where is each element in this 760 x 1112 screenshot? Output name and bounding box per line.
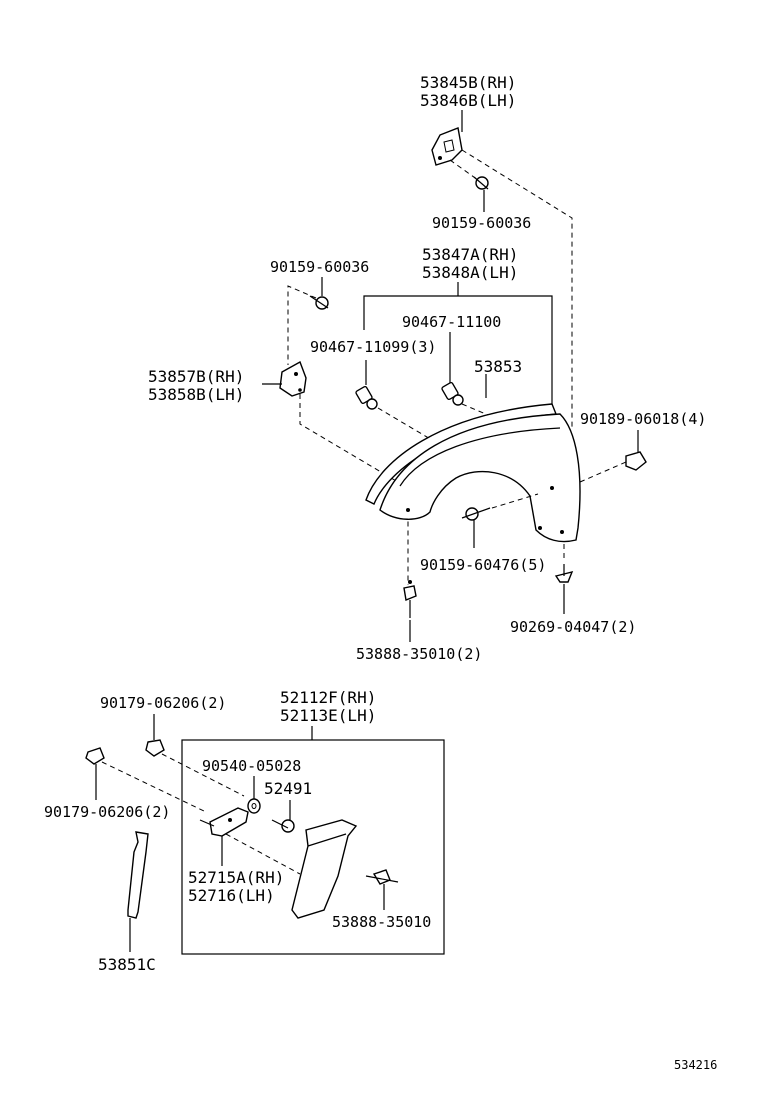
label-90179-left: 90179-06206(2) <box>44 803 170 821</box>
fender-flare-53853[interactable] <box>365 403 581 543</box>
label-53846b: 53846B(LH) <box>420 91 516 110</box>
label-52715a: 52715A(RH) <box>188 868 284 887</box>
washer-90540-05028[interactable] <box>247 798 261 814</box>
label-53857b: 53857B(RH) <box>148 367 244 386</box>
label-90159-top: 90159-60036 <box>432 214 531 232</box>
clip-90189[interactable] <box>625 451 647 471</box>
dash-clip-1 <box>377 407 433 441</box>
bracket-53845b[interactable] <box>431 127 463 166</box>
mudguard-52112f[interactable] <box>291 819 358 919</box>
label-90467-11099: 90467-11099(3) <box>310 338 436 356</box>
dash-clip-2 <box>461 403 501 421</box>
dash-90179-top <box>161 753 245 797</box>
dash-left-screw <box>287 285 317 365</box>
label-90189: 90189-06018(4) <box>580 410 706 428</box>
label-53888-top: 53888-35010(2) <box>356 645 482 663</box>
label-90467-11100: 90467-11100 <box>402 313 501 331</box>
label-90179-top: 90179-06206(2) <box>100 694 226 712</box>
dash-90179-left <box>101 761 207 813</box>
clip-90467-11099[interactable] <box>355 385 378 410</box>
label-52112f: 52112F(RH) <box>280 688 376 707</box>
diagram-id: 534216 <box>674 1058 717 1072</box>
bracket-53857b[interactable] <box>279 360 307 397</box>
clip-90179-top[interactable] <box>145 739 165 757</box>
label-53848a: 53848A(LH) <box>422 263 518 282</box>
dash-top-screw <box>449 159 479 181</box>
label-90540: 90540-05028 <box>202 757 301 775</box>
screw-90159-60476[interactable] <box>461 507 491 521</box>
label-53888-box: 53888-35010 <box>332 913 431 931</box>
label-53847a: 53847A(RH) <box>422 245 518 264</box>
strip-53851c[interactable] <box>127 831 149 919</box>
label-90159-left: 90159-60036 <box>270 258 369 276</box>
clip-90467-11100[interactable] <box>441 381 464 406</box>
fastener-53888-35010-top[interactable] <box>403 580 417 618</box>
clip-90179-left[interactable] <box>85 747 105 765</box>
label-53858b: 53858B(LH) <box>148 385 244 404</box>
dash-53857b <box>299 394 409 585</box>
clip-90269[interactable] <box>554 564 574 583</box>
label-52716: 52716(LH) <box>188 886 275 905</box>
label-52113e: 52113E(LH) <box>280 706 376 725</box>
label-52491: 52491 <box>264 779 312 798</box>
label-53845b: 53845B(RH) <box>420 73 516 92</box>
dash-60476 <box>491 493 539 509</box>
dash-90189 <box>579 461 627 483</box>
fastener-53888-35010-box[interactable] <box>365 869 399 885</box>
bracket-52715a[interactable] <box>199 807 249 837</box>
label-53853: 53853 <box>474 357 522 376</box>
label-53851c: 53851C <box>98 955 156 974</box>
assembly-box <box>181 739 445 955</box>
screw-52491[interactable] <box>271 819 295 833</box>
screw-90159-left[interactable] <box>309 295 329 310</box>
dash-top-bracket <box>461 149 573 430</box>
label-90269: 90269-04047(2) <box>510 618 636 636</box>
screw-90159-top[interactable] <box>473 176 489 190</box>
label-90159-60476: 90159-60476(5) <box>420 556 546 574</box>
